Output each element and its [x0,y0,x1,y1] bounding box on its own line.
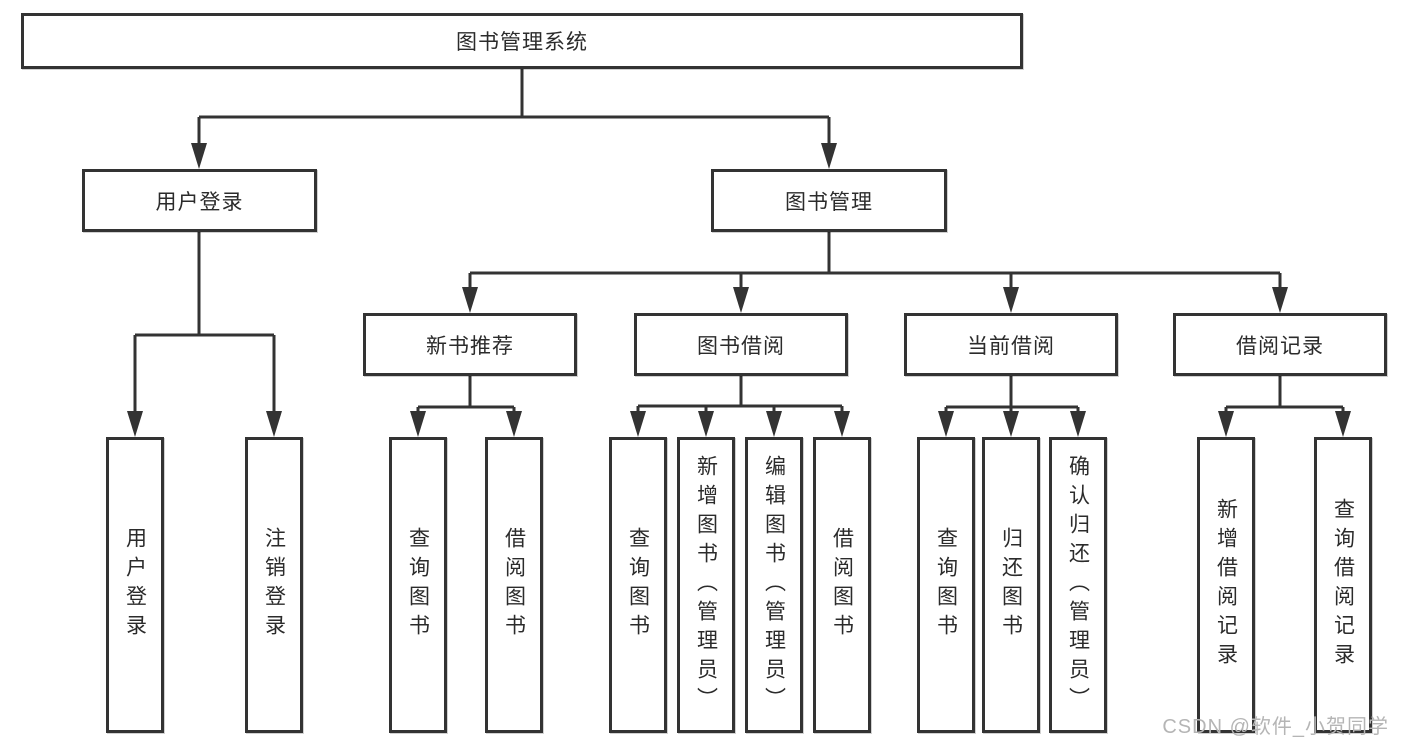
arrowheads [127,143,1351,437]
leaf-query-books-3: 查询图书 [917,437,975,733]
edge-newbooks-to-leaves [416,376,516,414]
arrow-icon [1335,411,1351,437]
leaf-edit-books-admin: 编辑图书（管理员） [745,437,803,733]
node-root-system: 图书管理系统 [21,13,1023,69]
arrow-icon [410,411,426,437]
arrow-icon [698,411,714,437]
arrow-icon [733,287,749,313]
arrow-icon [834,411,850,437]
node-user-login: 用户登录 [82,169,317,232]
edge-borrow-to-leaves [636,376,844,414]
node-current-borrow: 当前借阅 [904,313,1118,376]
node-book-borrow: 图书借阅 [634,313,848,376]
arrow-icon [1218,411,1234,437]
leaf-user-login: 用户登录 [106,437,164,733]
arrow-icon [821,143,837,169]
node-new-book-recommend: 新书推荐 [363,313,577,376]
arrow-icon [191,143,207,169]
node-borrow-records: 借阅记录 [1173,313,1387,376]
csdn-watermark: CSDN @软件_小贺同学 [1162,716,1389,738]
edge-current-to-leaves [944,376,1080,414]
leaf-return-books: 归还图书 [982,437,1040,733]
leaf-query-borrow-record: 查询借阅记录 [1314,437,1372,733]
arrow-icon [938,411,954,437]
edge-login-to-leaves [133,232,276,414]
arrow-icon [127,411,143,437]
leaf-add-borrow-record: 新增借阅记录 [1197,437,1255,733]
leaf-borrow-books-2: 借阅图书 [813,437,871,733]
leaf-add-books-admin: 新增图书（管理员） [677,437,735,733]
edge-root-to-level2 [197,69,831,146]
arrow-icon [630,411,646,437]
arrow-icon [1003,287,1019,313]
edge-mgmt-to-level3 [468,232,1282,290]
leaf-query-books-2: 查询图书 [609,437,667,733]
leaf-confirm-return-admin: 确认归还（管理员） [1049,437,1107,733]
arrow-icon [1272,287,1288,313]
arrow-icon [266,411,282,437]
arrow-icon [1003,411,1019,437]
node-book-management: 图书管理 [711,169,947,232]
arrow-icon [506,411,522,437]
leaf-query-books-1: 查询图书 [389,437,447,733]
leaf-borrow-books-1: 借阅图书 [485,437,543,733]
arrow-icon [462,287,478,313]
arrow-icon [766,411,782,437]
leaf-logout: 注销登录 [245,437,303,733]
edge-records-to-leaves [1224,376,1345,414]
arrow-icon [1070,411,1086,437]
